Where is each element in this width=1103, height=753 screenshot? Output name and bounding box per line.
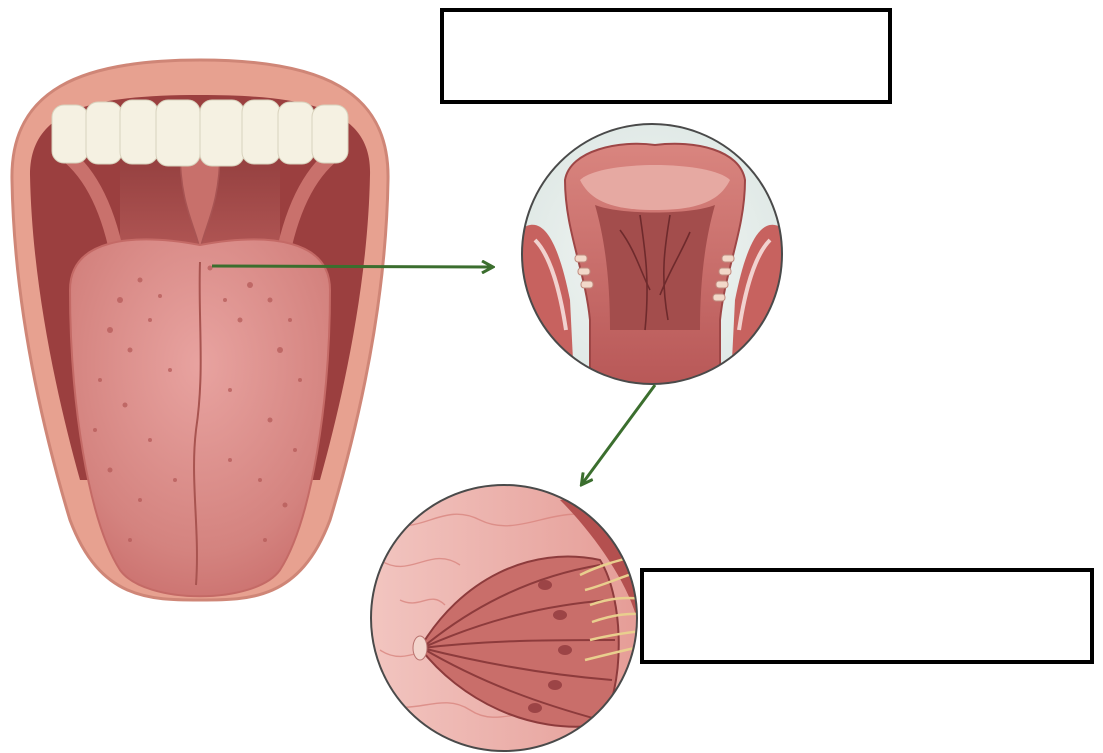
label-box-bottom[interactable] [640,568,1094,664]
papilla-inner [595,205,715,330]
papilla-zoom-circle [515,124,790,400]
mouth-illustration [12,60,388,600]
upper-teeth [52,100,348,166]
taste-bud-zoom-circle [371,485,660,753]
label-box-top[interactable] [440,8,892,104]
taste-pore [413,636,427,660]
arrow-papilla-to-taste-bud [582,385,655,484]
arrow-tongue-to-papilla [212,266,492,267]
